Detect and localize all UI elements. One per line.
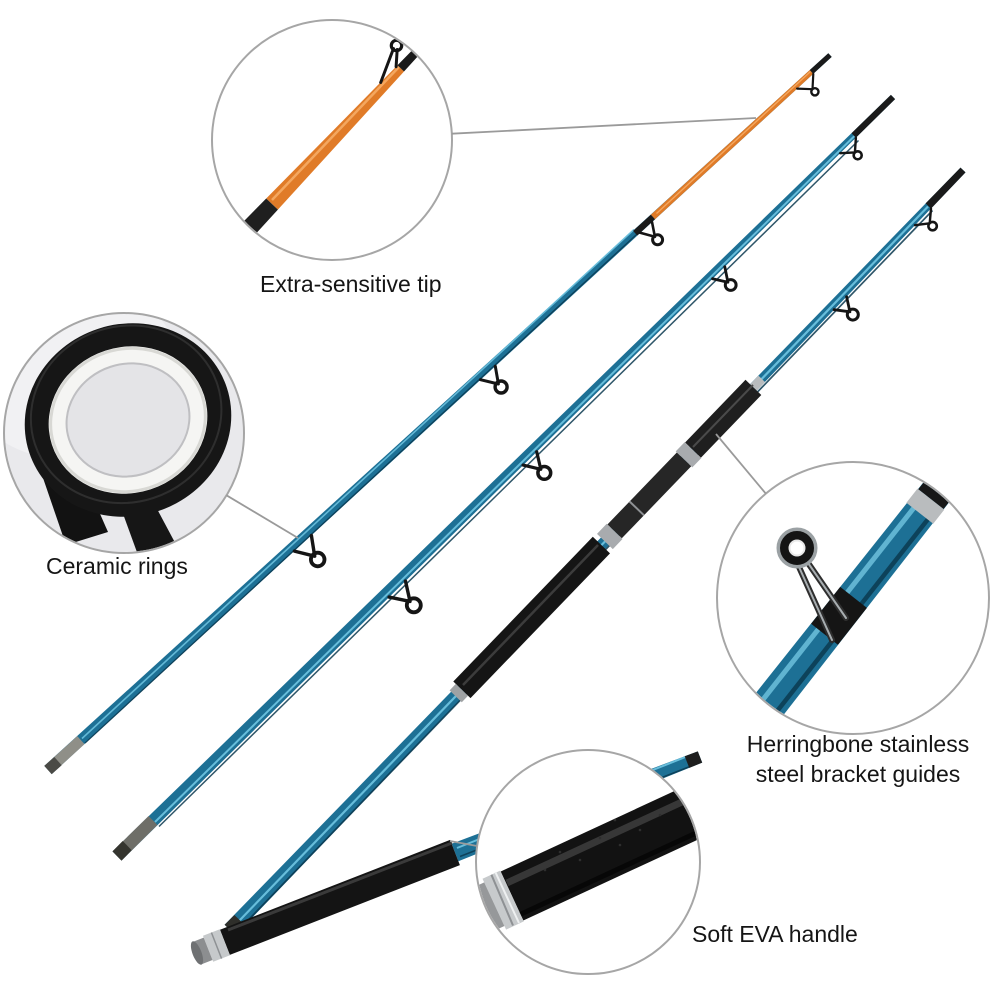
guide-ring-icon (292, 533, 327, 569)
guide-ring-icon (796, 72, 820, 97)
rod-butt-section (224, 167, 966, 936)
fore-grip (685, 379, 762, 458)
rod-blank (44, 53, 832, 775)
guide-ring-icon (479, 364, 509, 395)
guide-ring-icon (521, 450, 553, 482)
callout-rings-circle (3, 312, 245, 554)
orange-tip-closeup (266, 65, 404, 210)
ferrule-collar (684, 751, 703, 768)
guide-ring-icon (638, 220, 665, 247)
label-soft-eva-handle: Soft EVA handle (692, 921, 858, 947)
connector-rings (226, 494, 299, 539)
bracket-guide-icon (776, 527, 849, 643)
connector-guides (715, 433, 767, 495)
guide-ring-icon (832, 295, 860, 322)
callout-guides-circle (716, 461, 990, 735)
eva-handle (220, 839, 460, 955)
silver-band (906, 488, 945, 524)
reel-seat-hood (597, 523, 623, 550)
rear-grip (453, 536, 610, 699)
label-extra-sensitive-tip: Extra-sensitive tip (260, 271, 442, 297)
reel-seat-hood (675, 442, 702, 468)
guide-ring-icon (913, 207, 939, 232)
butt-cap (192, 937, 213, 965)
tip-guide-ring-icon (379, 38, 404, 84)
eva-foam-closeup (500, 783, 699, 921)
foam-texture (543, 813, 662, 872)
rod-blank (112, 94, 896, 861)
guide-ring-icon (839, 136, 864, 161)
label-ceramic-rings: Ceramic rings (46, 553, 188, 579)
rod-mid-section (112, 94, 896, 861)
tip-top-icon (851, 94, 896, 138)
label-bracket-guides-line2: steel bracket guides (755, 760, 961, 787)
callout-tip-circle (211, 19, 453, 261)
rod-tip-section (44, 53, 832, 775)
callout-connectors (226, 117, 767, 847)
guide-ring-icon (387, 579, 423, 615)
reel-seat (607, 452, 692, 539)
silver-winding-check (750, 375, 765, 391)
ceramic-ring-icon (24, 323, 232, 517)
connector-tip (451, 117, 757, 135)
tip-top-icon (925, 167, 966, 209)
tip-top-icon (809, 53, 832, 74)
label-bracket-guides: Herringbone stainless steel bracket guid… (732, 730, 984, 790)
guide-ring-icon (711, 265, 738, 292)
callout-handle-circle (475, 749, 701, 975)
label-bracket-guides-line1: Herringbone stainless (746, 731, 970, 757)
grip-end-ring (449, 683, 468, 703)
connector-handle (449, 840, 478, 847)
